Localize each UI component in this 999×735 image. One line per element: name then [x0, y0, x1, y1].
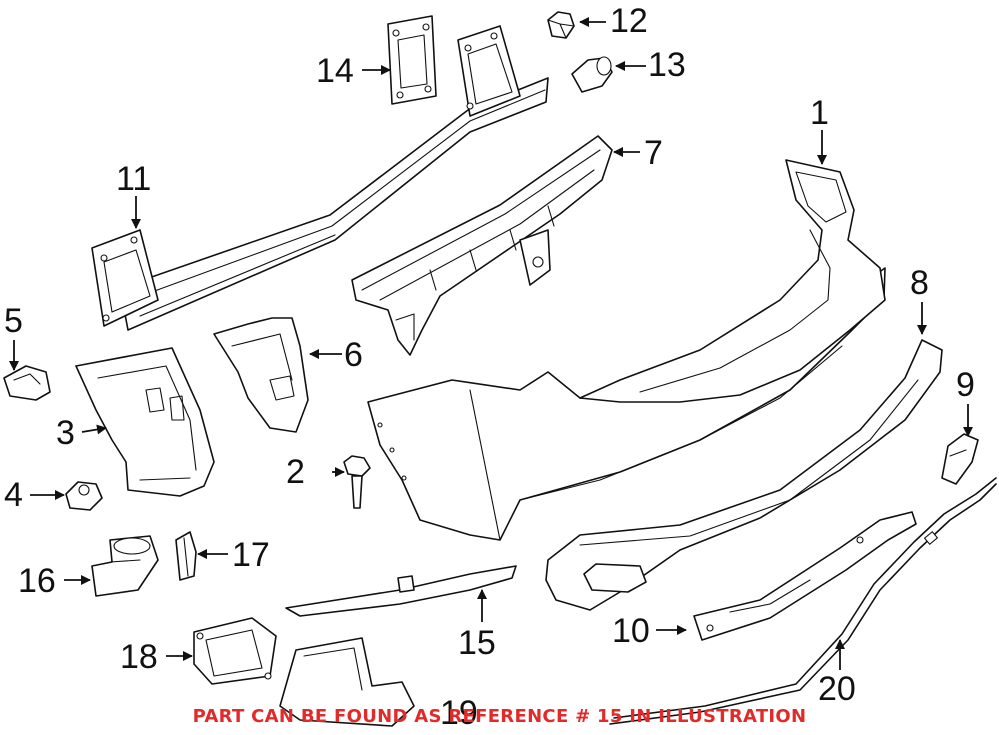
part-20-wiring-harness: [609, 477, 997, 725]
part-8-lower-valance: [545, 339, 943, 611]
callout-8: 8: [910, 264, 929, 302]
callout-5: 5: [4, 302, 23, 340]
part-18-control-module: [193, 617, 277, 685]
part-13-plug: [571, 56, 613, 93]
part-17-sensor-ring: [175, 531, 197, 581]
part-12-nut: [547, 11, 575, 39]
part-10-lower-bracket: [693, 511, 917, 641]
part-2-bolt: [343, 455, 371, 509]
callout-17: 17: [232, 536, 270, 574]
part-14-mounting-plate: [387, 15, 437, 105]
part-1-bumper-cover: [367, 159, 886, 541]
part-15-trim-strip: [285, 565, 517, 617]
callout-1: 1: [810, 94, 829, 132]
part-3-side-bracket: [75, 347, 215, 497]
callout-14: 14: [316, 52, 354, 90]
callout-3: 3: [56, 414, 75, 452]
callout-9: 9: [956, 366, 975, 404]
part-6-guide-bracket: [213, 317, 309, 433]
callout-16: 16: [18, 562, 56, 600]
callout-18: 18: [120, 638, 158, 676]
callout-15: 15: [458, 624, 496, 662]
part-11-bumper-reinforcement: [91, 25, 549, 331]
callout-11: 11: [116, 160, 152, 198]
part-9-bracket: [941, 433, 979, 485]
callout-2: 2: [286, 453, 305, 491]
reference-notice: PART CAN BE FOUND AS REFERENCE # 15 IN I…: [192, 706, 807, 727]
callout-4: 4: [4, 476, 23, 514]
callout-13: 13: [648, 46, 686, 84]
callout-6: 6: [344, 336, 363, 374]
part-16-park-sensor: [91, 535, 159, 597]
part-19-cover-panel: [279, 637, 415, 727]
callout-leaders: [9, 17, 973, 670]
callout-7: 7: [644, 134, 663, 172]
callout-20: 20: [818, 670, 856, 708]
part-4-nut: [65, 481, 103, 511]
callout-10: 10: [612, 612, 650, 650]
callout-19: 19: [440, 694, 478, 732]
part-7-energy-absorber: [351, 135, 613, 356]
callout-12: 12: [610, 2, 648, 40]
part-5-clip: [3, 365, 51, 401]
